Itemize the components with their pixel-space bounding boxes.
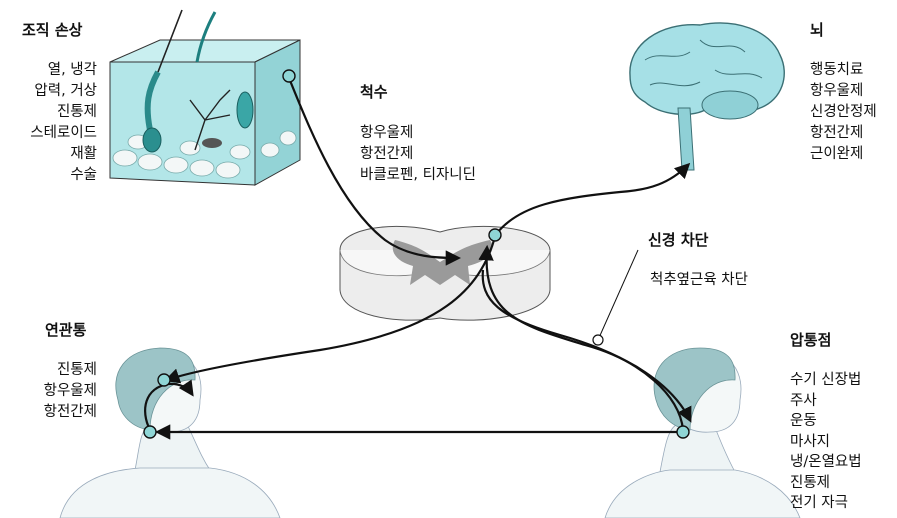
tissue-item: 압력, 거상 [0,81,97,102]
trigger-node [677,426,689,438]
tissue-item: 수술 [0,165,97,186]
trigger-item: 주사 [790,391,862,412]
tissue-list: 열, 냉각 압력, 거상 진통제 스테로이드 재활 수술 [0,60,97,186]
trigger-item: 수기 신장법 [790,370,862,391]
cord-to-brain-path [497,165,688,233]
brain-item: 항전간제 [810,123,877,144]
referred-node-upper [158,374,170,386]
spinal-item: 바클로펜, 티자니딘 [360,165,476,186]
referred-node-lower [144,426,156,438]
trigger-title: 압통점 [790,330,831,350]
trigger-list: 수기 신장법 주사 운동 마사지 냉/온열요법 진통제 전기 자극 [790,370,862,514]
brain-title: 뇌 [810,20,824,40]
tissue-item: 재활 [0,144,97,165]
tissue-item: 진통제 [0,102,97,123]
cord-node [489,229,501,241]
tissue-item: 스테로이드 [0,123,97,144]
nerve-block-item: 척추옆근육 차단 [650,270,748,291]
referred-item: 항전간제 [0,402,97,423]
spinal-title: 척수 [360,82,388,102]
brain-list: 행동치료 항우울제 신경안정제 항전간제 근이완제 [810,60,877,165]
referred-item: 진통제 [0,360,97,381]
brain-item: 항우울제 [810,81,877,102]
nerve-block-title: 신경 차단 [648,230,708,250]
nerve-block-marker [593,335,603,345]
trigger-item: 마사지 [790,432,862,453]
tissue-item: 열, 냉각 [0,60,97,81]
tissue-title: 조직 손상 [22,20,82,40]
spinal-item: 항전간제 [360,144,476,165]
tissue-node [283,70,295,82]
brain-illustration [630,23,784,170]
referred-item: 항우울제 [0,381,97,402]
brain-item: 행동치료 [810,60,877,81]
referred-title: 연관통 [45,320,86,340]
trigger-item: 냉/온열요법 [790,452,862,473]
trigger-item: 전기 자극 [790,493,862,514]
skin-tissue-illustration [110,10,300,185]
referred-list: 진통제 항우울제 항전간제 [0,360,97,423]
spinal-item: 항우울제 [360,123,476,144]
nerve-block-leader [598,250,638,340]
brain-item: 근이완제 [810,144,877,165]
trigger-item: 운동 [790,411,862,432]
spinal-list: 항우울제 항전간제 바클로펜, 티자니딘 [360,123,476,186]
nerve-block-list: 척추옆근육 차단 [650,270,748,291]
trigger-item: 진통제 [790,473,862,494]
brain-item: 신경안정제 [810,102,877,123]
